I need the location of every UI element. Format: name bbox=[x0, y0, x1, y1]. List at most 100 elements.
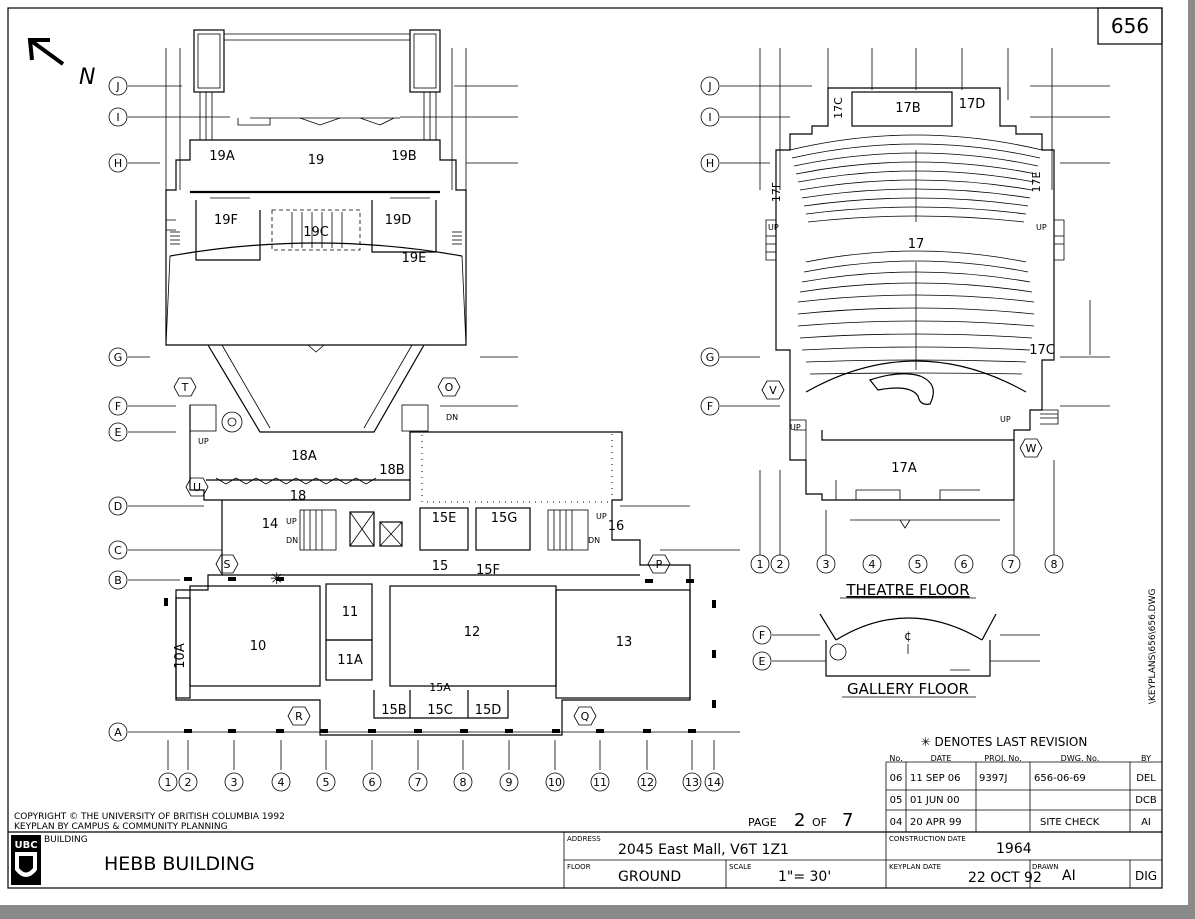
entrance-marker: V bbox=[761, 380, 785, 400]
grid-bubble: 1 bbox=[158, 772, 178, 792]
svg-text:5: 5 bbox=[915, 558, 922, 571]
drawn-value: AI bbox=[1062, 868, 1076, 884]
centerline-symbol: ¢ bbox=[904, 629, 912, 643]
svg-text:V: V bbox=[769, 384, 777, 397]
keyplan-date-label: KEYPLAN DATE bbox=[889, 863, 941, 871]
room-label: 17E bbox=[1030, 171, 1043, 192]
grid-bubble: C bbox=[108, 540, 128, 560]
revision-header: DATE bbox=[931, 754, 952, 763]
north-label: N bbox=[79, 65, 95, 90]
stair-up-label: UP bbox=[198, 437, 209, 446]
svg-text:11: 11 bbox=[593, 776, 607, 789]
revision-header: No. bbox=[889, 754, 902, 763]
scale-value: 1"= 30' bbox=[778, 869, 831, 885]
construction-date-value: 1964 bbox=[996, 841, 1032, 857]
grid-bubble: 12 bbox=[637, 772, 657, 792]
svg-text:9: 9 bbox=[506, 776, 513, 789]
grid-bubble: H bbox=[108, 153, 128, 173]
entrance-marker: O bbox=[437, 377, 461, 397]
grid-bubble: E bbox=[752, 651, 772, 671]
grid-bubble: 10 bbox=[545, 772, 565, 792]
room-label: 12 bbox=[464, 625, 481, 640]
svg-text:S: S bbox=[224, 558, 231, 571]
stair-up-label: UP bbox=[768, 223, 779, 232]
stair-up-label: UP bbox=[790, 423, 801, 432]
room-label: 18A bbox=[291, 449, 317, 464]
revision-cell: 20 APR 99 bbox=[910, 817, 962, 828]
revision-cell: 01 JUN 00 bbox=[910, 795, 960, 806]
svg-text:3: 3 bbox=[823, 558, 830, 571]
grid-bubble: G bbox=[108, 347, 128, 367]
revision-title: ✳ DENOTES LAST REVISION bbox=[921, 735, 1088, 749]
grid-bubble: 6 bbox=[362, 772, 382, 792]
svg-text:R: R bbox=[295, 710, 303, 723]
grid-bubble: A bbox=[108, 722, 128, 742]
stair-up-label: UP bbox=[1000, 415, 1011, 424]
entrance-marker: Q bbox=[573, 706, 597, 726]
grid-bubble: 9 bbox=[499, 772, 519, 792]
svg-text:F: F bbox=[759, 629, 765, 642]
title-block: UBC BUILDING HEBB BUILDING ADDRESS 2045 … bbox=[8, 831, 1162, 888]
grid-row-bubbles: J I H G F E D C B A bbox=[108, 76, 128, 742]
address-value: 2045 East Mall, V6T 1Z1 bbox=[618, 842, 789, 858]
room-label: 18 bbox=[290, 489, 307, 504]
grid-bubble: 1 bbox=[750, 554, 770, 574]
revision-header: BY bbox=[1141, 754, 1151, 763]
svg-text:H: H bbox=[706, 157, 714, 170]
svg-text:8: 8 bbox=[1051, 558, 1058, 571]
grid-bubble: G bbox=[700, 347, 720, 367]
room-label: 13 bbox=[616, 635, 633, 650]
svg-text:I: I bbox=[116, 111, 119, 124]
room-label: 19C bbox=[303, 225, 329, 240]
grid-bubble: 5 bbox=[316, 772, 336, 792]
copyright-line-1: COPYRIGHT © THE UNIVERSITY OF BRITISH CO… bbox=[14, 812, 285, 822]
room-label: 17 bbox=[908, 237, 925, 252]
dig-value: DIG bbox=[1135, 869, 1157, 883]
floor-value: GROUND bbox=[618, 869, 681, 885]
svg-text:A: A bbox=[114, 726, 122, 739]
room-label: 18B bbox=[379, 463, 404, 478]
grid-bubble: 14 bbox=[704, 772, 724, 792]
svg-text:E: E bbox=[115, 426, 122, 439]
revision-cell: 656-06-69 bbox=[1034, 773, 1086, 784]
room-label: 15G bbox=[491, 511, 518, 526]
page-of-label: OF bbox=[812, 816, 827, 829]
stair-dn-label: DN bbox=[286, 536, 298, 545]
svg-text:4: 4 bbox=[869, 558, 876, 571]
svg-text:6: 6 bbox=[961, 558, 968, 571]
room-label: 15C bbox=[427, 703, 453, 718]
grid-bubble: 13 bbox=[682, 772, 702, 792]
svg-text:3: 3 bbox=[231, 776, 238, 789]
svg-text:1: 1 bbox=[757, 558, 764, 571]
revision-cell: 06 bbox=[890, 773, 903, 784]
room-label: 15 bbox=[432, 559, 449, 574]
stair-up-label: UP bbox=[1036, 223, 1047, 232]
room-label: 17C bbox=[832, 97, 845, 119]
room-label: 19D bbox=[385, 213, 412, 228]
ubc-logo-text: UBC bbox=[14, 840, 37, 851]
grid-bubble: 6 bbox=[954, 554, 974, 574]
svg-text:12: 12 bbox=[640, 776, 654, 789]
svg-text:14: 14 bbox=[707, 776, 721, 789]
room-label: 19E bbox=[402, 251, 427, 266]
grid-bubble: E bbox=[108, 422, 128, 442]
gallery-floor-title: GALLERY FLOOR bbox=[847, 680, 969, 698]
entrance-marker: S bbox=[215, 554, 239, 574]
svg-text:G: G bbox=[114, 351, 123, 364]
svg-text:P: P bbox=[656, 558, 663, 571]
svg-text:1: 1 bbox=[165, 776, 172, 789]
svg-text:B: B bbox=[114, 574, 122, 587]
room-label: 19B bbox=[391, 149, 416, 164]
sheet-number-box: 656 bbox=[1097, 7, 1163, 45]
room-label: 11 bbox=[342, 605, 359, 620]
grid-col-bubbles: 1 2 3 4 5 6 7 8 9 10 11 12 13 14 bbox=[158, 772, 724, 792]
svg-text:C: C bbox=[114, 544, 122, 557]
grid-bubble: 7 bbox=[408, 772, 428, 792]
revision-cell: 9397J bbox=[979, 773, 1007, 784]
sheet-border bbox=[7, 7, 1163, 889]
revision-header: PROJ. No. bbox=[984, 754, 1021, 763]
theatre-room-labels: 17 17A 17B 17C 17D 17E 17F 17C bbox=[770, 97, 1055, 476]
revision-cell: 04 bbox=[890, 817, 903, 828]
construction-date-label: CONSTRUCTION DATE bbox=[889, 835, 966, 843]
